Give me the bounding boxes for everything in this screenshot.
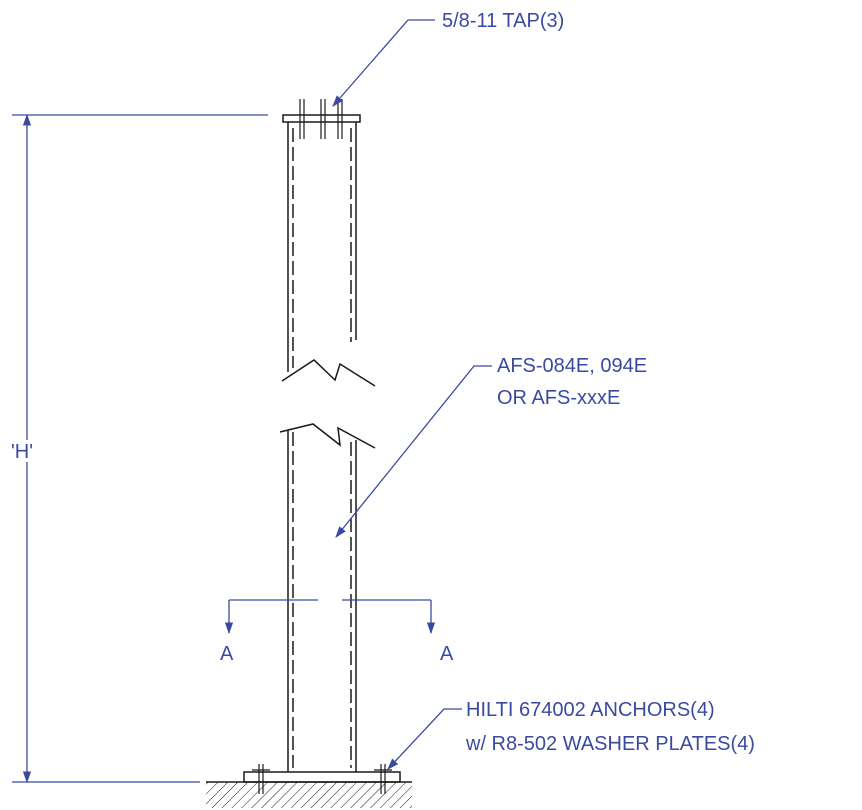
section-label-left: A xyxy=(220,643,234,665)
tap-bolts xyxy=(299,99,343,139)
height-label: 'H' xyxy=(11,441,33,463)
anchor-bolts xyxy=(252,764,392,794)
section-label-right: A xyxy=(440,643,454,665)
post-lower-segment xyxy=(287,430,357,772)
post-upper-segment xyxy=(287,122,357,372)
base-plate xyxy=(243,771,401,783)
post-label-line2: OR AFS-xxxE xyxy=(497,387,620,409)
anchor-label-line2: w/ R8-502 WASHER PLATES(4) xyxy=(465,733,755,755)
post-leader xyxy=(335,365,492,538)
post-label-line1: AFS-084E, 094E xyxy=(497,355,647,377)
upper-break-line xyxy=(281,359,376,387)
tap-leader xyxy=(332,19,435,107)
anchor-leader xyxy=(387,708,462,770)
lower-break-line xyxy=(279,423,376,449)
tap-label: 5/8-11 TAP(3) xyxy=(442,10,564,32)
ground-hatch xyxy=(206,782,412,808)
anchor-label-line1: HILTI 674002 ANCHORS(4) xyxy=(466,699,715,721)
section-cut-line xyxy=(224,599,436,635)
height-dimension xyxy=(12,113,268,784)
